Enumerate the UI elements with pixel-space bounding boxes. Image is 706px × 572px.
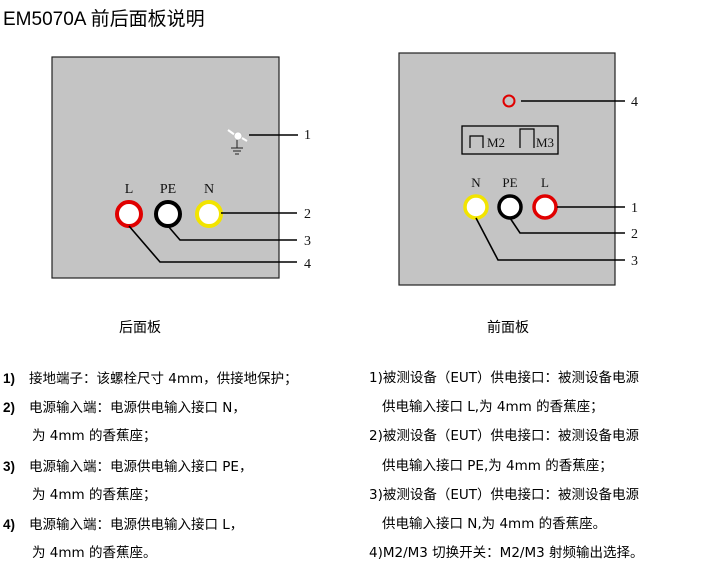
- note-item: 1)接地端子：该螺栓尺寸 4mm，供接地保护；: [3, 371, 298, 387]
- front-panel: M2 M3 N PE L 4 1 2 3: [398, 52, 638, 286]
- rear-callout-2: 2: [304, 207, 311, 222]
- rear-label-n: N: [204, 182, 214, 197]
- front-panel-caption: 前面板: [487, 320, 529, 336]
- front-terminal-n: [463, 194, 489, 220]
- note-item-continued: 为 4mm 的香蕉座；: [32, 428, 157, 445]
- front-terminal-l: [532, 194, 558, 220]
- front-callout-4: 4: [631, 95, 638, 110]
- front-indicator-led: [502, 94, 516, 108]
- front-leader-3: [475, 217, 625, 261]
- note-item-continued: 为 4mm 的香蕉座。: [32, 545, 157, 562]
- rear-label-l: L: [125, 182, 134, 197]
- note-item-continued: 为 4mm 的香蕉座；: [32, 486, 157, 503]
- switch-label-m2: M2: [487, 135, 505, 150]
- rear-leader-4: [128, 225, 297, 263]
- ground-terminal-icon: [227, 129, 248, 155]
- panel-diagram: L PE N 1 2 3 4 M2 M3 N PE L 4 1 2: [51, 52, 638, 286]
- front-terminal-pe: [497, 194, 523, 220]
- rear-terminal-n: [195, 200, 223, 228]
- note-item: 2)电源输入端：电源供电输入接口 N，: [3, 400, 246, 417]
- rear-callout-1: 1: [304, 128, 311, 143]
- note-item: 4)M2/M3 切换开关：M2/M3 射频输出选择。: [369, 545, 644, 562]
- front-callout-3: 3: [631, 254, 638, 269]
- front-panel-plate: [398, 52, 616, 286]
- rear-panel-plate: [51, 56, 280, 279]
- rear-terminal-pe: [154, 200, 182, 228]
- front-leader-2: [509, 217, 625, 234]
- switch-label-m3: M3: [536, 135, 554, 150]
- rear-terminal-l: [115, 200, 143, 228]
- front-callout-1: 1: [631, 201, 638, 216]
- front-callout-2: 2: [631, 227, 638, 242]
- note-item: 3)电源输入端：电源供电输入接口 PE，: [3, 458, 253, 475]
- note-item-continued: 供电输入接口 N,为 4mm 的香蕉座。: [382, 515, 607, 532]
- note-item-continued: 供电输入接口 L,为 4mm 的香蕉座；: [382, 399, 604, 416]
- rear-callout-4: 4: [304, 257, 311, 272]
- front-label-l: L: [541, 175, 549, 190]
- rear-callout-3: 3: [304, 234, 311, 249]
- note-item: 3)被测设备（EUT）供电接口：被测设备电源: [369, 486, 640, 503]
- front-panel-notes: 1)被测设备（EUT）供电接口：被测设备电源 供电输入接口 L,为 4mm 的香…: [369, 364, 643, 568]
- front-label-pe: PE: [502, 175, 517, 190]
- note-item: 4)电源输入端：电源供电输入接口 L，: [3, 516, 244, 533]
- m2-m3-switch: [461, 125, 559, 155]
- note-item: 2)被测设备（EUT）供电接口：被测设备电源: [369, 428, 640, 445]
- rear-label-pe: PE: [160, 182, 176, 197]
- front-label-n: N: [471, 175, 481, 190]
- page-title: EM5070A 前后面板说明: [3, 9, 205, 30]
- m2-switch-icon: [469, 135, 484, 148]
- m3-switch-icon: [519, 128, 535, 148]
- rear-panel-caption: 后面板: [119, 320, 161, 336]
- rear-leader-3: [167, 225, 297, 241]
- note-item: 1)被测设备（EUT）供电接口：被测设备电源: [369, 370, 640, 386]
- note-item-continued: 供电输入接口 PE,为 4mm 的香蕉座；: [382, 457, 613, 474]
- rear-panel: L PE N 1 2 3 4: [51, 56, 311, 279]
- rear-panel-notes: 1)接地端子：该螺栓尺寸 4mm，供接地保护； 2)电源输入端：电源供电输入接口…: [3, 364, 298, 568]
